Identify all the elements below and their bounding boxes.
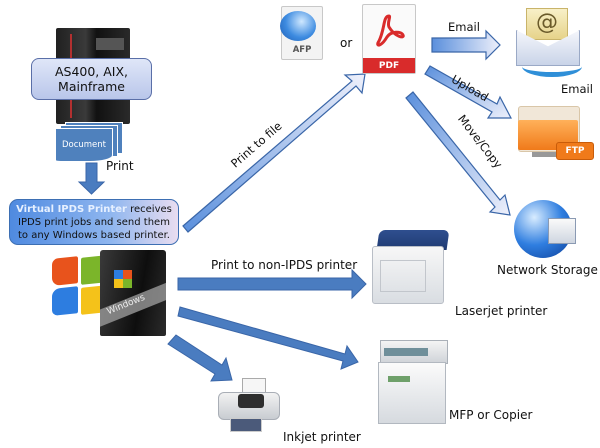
afp-globe-icon bbox=[280, 11, 316, 41]
storage-drawer bbox=[548, 218, 576, 244]
email-envelope-icon: @ bbox=[512, 6, 584, 78]
at-sign-icon: @ bbox=[536, 10, 558, 35]
email-arrow bbox=[431, 29, 501, 61]
mfp-panel bbox=[384, 348, 428, 356]
print-to-non-ipds-label: Print to non-IPDS printer bbox=[211, 258, 358, 272]
envelope-letter bbox=[526, 8, 568, 40]
inkjet-label: Inkjet printer bbox=[283, 430, 361, 444]
ftp-badge: FTP bbox=[556, 142, 594, 160]
document-icon: Document bbox=[55, 128, 113, 162]
windows-logo-red bbox=[52, 256, 78, 286]
print-to-file-arrow bbox=[182, 73, 366, 233]
windows-logo-blue bbox=[52, 286, 78, 316]
document-label: Document bbox=[61, 140, 107, 150]
network-storage-label: Network Storage bbox=[497, 263, 598, 277]
mfp-copier-icon bbox=[376, 326, 448, 424]
mfp-body bbox=[378, 362, 446, 424]
email-swoosh bbox=[522, 56, 582, 77]
mfp-label: MFP or Copier bbox=[449, 408, 533, 422]
acrobat-icon bbox=[376, 14, 405, 47]
email-destination-label: Email bbox=[561, 82, 593, 96]
inkjet-output-tray bbox=[230, 418, 262, 432]
inkjet-arrow bbox=[167, 334, 233, 382]
document-stack: Document bbox=[55, 122, 123, 162]
inkjet-printer-icon bbox=[216, 378, 282, 434]
tower-windows-badge bbox=[114, 270, 132, 288]
laserjet-label: Laserjet printer bbox=[455, 304, 548, 318]
mfp-arrow bbox=[177, 306, 359, 370]
source-title-line-1: AS400, AIX, bbox=[54, 64, 129, 79]
move-copy-arrow bbox=[405, 91, 511, 216]
source-systems-box: AS400, AIX, Mainframe bbox=[31, 58, 152, 100]
inkjet-lid bbox=[238, 394, 264, 408]
virtual-printer-description: receives IPDS print jobs and send them t… bbox=[18, 204, 172, 241]
server-panel bbox=[96, 38, 124, 50]
upload-arrow bbox=[424, 65, 512, 119]
email-flow-label: Email bbox=[448, 20, 480, 34]
non-ipds-arrow bbox=[177, 268, 367, 300]
afp-file-icon: AFP bbox=[280, 6, 323, 60]
ftp-folder-icon: FTP bbox=[512, 104, 594, 168]
afp-label: AFP bbox=[292, 45, 312, 55]
virtual-ipds-printer-box: Virtual IPDS Printer receives IPDS print… bbox=[9, 199, 179, 245]
mfp-display bbox=[388, 376, 410, 382]
laserjet-tray bbox=[380, 260, 426, 292]
ftp-label: FTP bbox=[565, 146, 585, 156]
laserjet-body bbox=[372, 246, 444, 304]
virtual-printer-highlight: Virtual IPDS Printer bbox=[16, 204, 127, 215]
pdf-file-icon: PDF bbox=[362, 4, 416, 74]
print-label: Print bbox=[106, 159, 134, 173]
pdf-badge: PDF bbox=[363, 58, 415, 73]
laserjet-printer-icon bbox=[370, 228, 450, 306]
or-label: or bbox=[340, 36, 353, 50]
network-connector bbox=[532, 152, 568, 157]
source-title-line-2: Mainframe bbox=[58, 79, 125, 94]
pdf-label: PDF bbox=[378, 60, 400, 71]
windows-tower-image: Windows bbox=[100, 250, 166, 336]
print-down-arrow bbox=[77, 162, 106, 195]
network-storage-icon bbox=[514, 200, 580, 260]
